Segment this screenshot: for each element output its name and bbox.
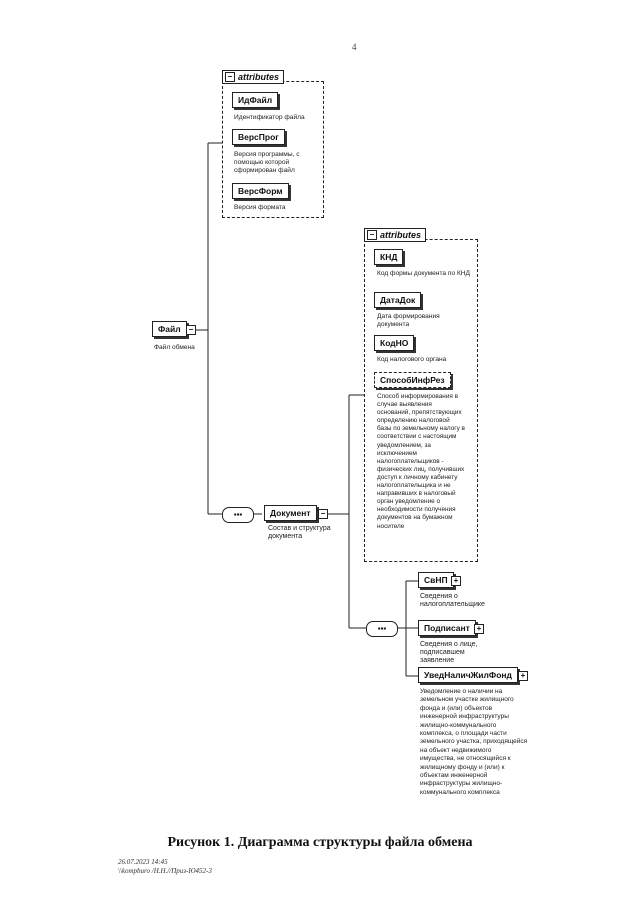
root-element-description: Файл обмена [154, 344, 195, 351]
root-attributes-tab[interactable]: − attributes [222, 70, 285, 84]
document-attributes-tab[interactable]: − attributes [364, 228, 427, 242]
sequence-icon: ▪▪▪ [377, 624, 387, 633]
sequence-icon: ▪▪▪ [233, 510, 243, 519]
attribute-box-datadok[interactable]: ДатаДок [374, 292, 422, 308]
attribute-name: КНД [380, 252, 398, 262]
attribute-name: СпособИнфРез [380, 375, 445, 385]
child-element-description: Сведения о лице, подписавшем заявление [420, 641, 478, 664]
attribute-name: ВерсФорм [238, 186, 283, 196]
document-element-box[interactable]: Документ [264, 505, 317, 521]
child-element-svnp[interactable]: СвНП [418, 572, 454, 588]
child-element-name: УведНаличЖилФонд [424, 670, 512, 680]
attribute-description: Код формы документа по КНД [377, 270, 471, 277]
attribute-box-versprog[interactable]: ВерсПрог [232, 129, 285, 145]
attribute-box-sposobinfrez[interactable]: СпособИнфРез [374, 372, 451, 388]
attribute-description: Версия программы, с помощью которой сфор… [234, 151, 300, 174]
attribute-description: Способ информирования в случае выявления… [377, 393, 465, 530]
document-attributes-tab-label: attributes [380, 230, 422, 240]
document-element-description: Состав и структура документа [268, 525, 331, 540]
attribute-description: Версия формата [234, 204, 286, 211]
attribute-box-versform[interactable]: ВерсФорм [232, 183, 289, 199]
child-element-uvednalichzhilfond[interactable]: УведНаличЖилФонд [418, 667, 518, 683]
root-sequence-compositor[interactable]: ▪▪▪ [222, 507, 254, 523]
child-element-description: Уведомление о наличии на земельном участ… [420, 688, 528, 796]
child-element-name: СвНП [424, 575, 448, 585]
root-element-box[interactable]: Файл [152, 321, 187, 337]
attribute-description: Код налогового органа [377, 356, 447, 363]
attribute-box-kodno[interactable]: КодНО [374, 335, 415, 351]
document-sequence-compositor[interactable]: ▪▪▪ [366, 621, 398, 637]
document-element-name: Документ [270, 508, 311, 518]
root-attributes-tab-label: attributes [238, 72, 280, 82]
expand-icon[interactable]: + [474, 624, 484, 634]
root-collapse-icon[interactable]: − [186, 325, 196, 335]
footer-path: \\kompburo /Н.Н.//Приз-Ю452-3 [118, 867, 212, 875]
attribute-name: КодНО [380, 338, 409, 348]
collapse-icon[interactable]: − [367, 230, 377, 240]
attribute-name: ИдФайл [238, 95, 273, 105]
attribute-name: ВерсПрог [238, 132, 279, 142]
child-element-podpisant[interactable]: Подписант [418, 620, 476, 636]
attribute-description: Идентификатор файла [234, 114, 305, 121]
attribute-box-knd[interactable]: КНД [374, 249, 404, 265]
child-element-description: Сведения о налогоплательщике [420, 593, 485, 608]
attribute-box-idfile[interactable]: ИдФайл [232, 92, 279, 108]
child-element-name: Подписант [424, 623, 470, 633]
expand-icon[interactable]: + [451, 576, 461, 586]
attribute-description: Дата формирования документа [377, 313, 440, 328]
collapse-icon[interactable]: − [225, 72, 235, 82]
document-collapse-icon[interactable]: − [318, 509, 328, 519]
page-number: 4 [352, 42, 357, 52]
root-element-name: Файл [158, 324, 181, 334]
expand-icon[interactable]: + [518, 671, 528, 681]
figure-caption: Рисунок 1. Диаграмма структуры файла обм… [167, 835, 473, 850]
attribute-name: ДатаДок [380, 295, 416, 305]
footer-timestamp: 26.07.2023 14:45 [118, 858, 168, 866]
